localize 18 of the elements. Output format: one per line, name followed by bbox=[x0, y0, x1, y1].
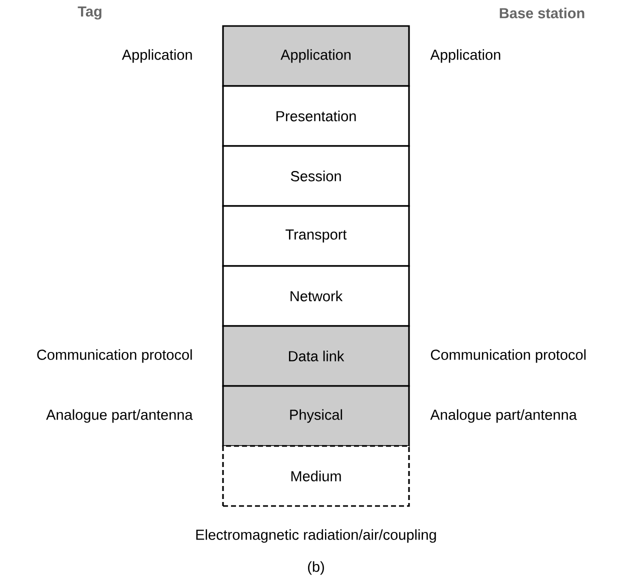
layer-box: Application bbox=[222, 25, 410, 87]
layer-box: Network bbox=[222, 265, 410, 327]
side-label: Analogue part/antenna bbox=[430, 409, 577, 423]
side-label: Application bbox=[122, 49, 192, 63]
layer-box: Transport bbox=[222, 205, 410, 267]
caption: (b) bbox=[308, 561, 324, 575]
layer-box: Physical bbox=[222, 385, 410, 447]
side-label: Communication protocol bbox=[430, 349, 586, 363]
column-heading: Base station bbox=[500, 8, 584, 18]
layer-box: Presentation bbox=[222, 85, 410, 147]
layer-box: Medium bbox=[222, 445, 410, 507]
side-label: Application bbox=[430, 49, 500, 63]
column-heading: Tag bbox=[78, 6, 102, 20]
side-label: Communication protocol bbox=[37, 349, 192, 363]
medium-label: Electromagnetic radiation/air/coupling bbox=[196, 529, 436, 543]
layer-box: Session bbox=[222, 145, 410, 207]
layer-box: Data link bbox=[222, 325, 410, 387]
side-label: Analogue part/antenna bbox=[46, 409, 193, 423]
